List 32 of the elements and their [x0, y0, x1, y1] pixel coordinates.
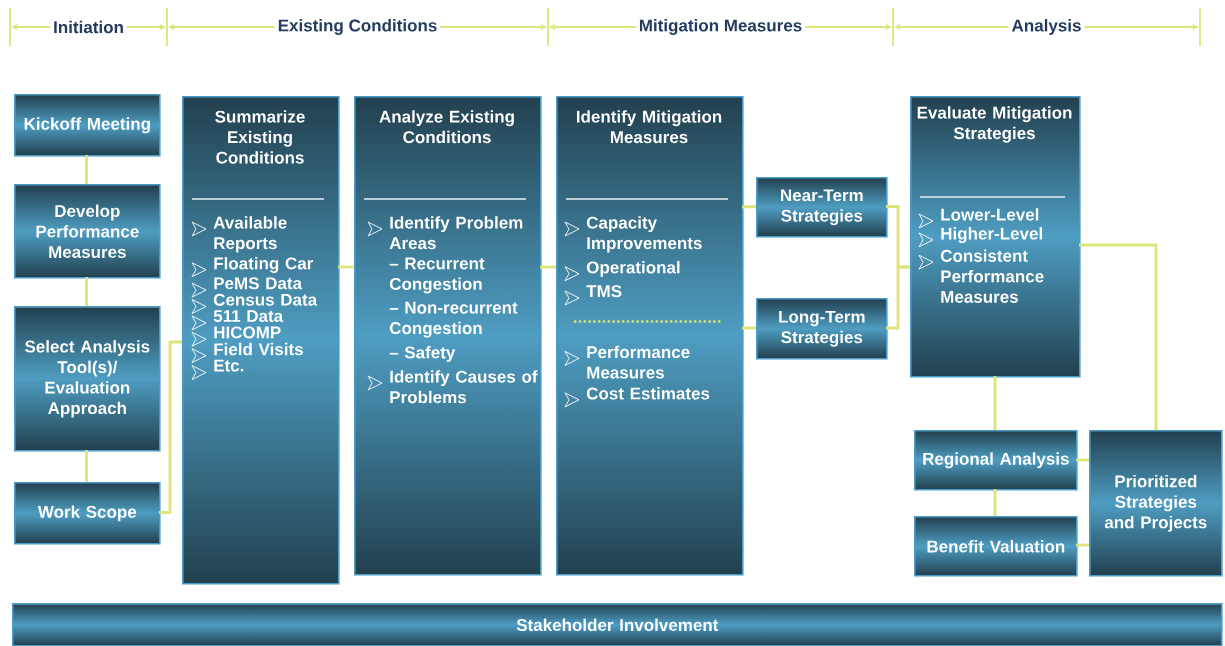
process-column: Identify Mitigation Measures Capacity Improvements Operational TMS Performance Measures Cost Estimates — [556, 96, 744, 576]
process-column: Evaluate Mitigation Strategies Lower-Level Higher-Level Consistent Performance Measures — [910, 96, 1081, 378]
connector-line — [886, 265, 910, 330]
phase-label: Mitigation Measures — [635, 17, 806, 37]
connector-line — [540, 265, 556, 269]
process-column: Summarize Existing Conditions Available Reports Floating Car PeMS Data Census Data 511 Data HICOMP Field Visits Etc. — [182, 96, 340, 585]
connector-line — [85, 155, 88, 184]
process-box: Work Scope — [14, 482, 161, 545]
process-box: Benefit Valuation — [914, 516, 1078, 577]
connector-line — [159, 340, 182, 514]
process-box: Prioritized Strategies and Projects — [1089, 430, 1223, 577]
process-box: Select Analysis Tool(s)/ Evaluation Approach — [14, 306, 161, 452]
connector-line — [1076, 458, 1089, 462]
process-box: Develop Performance Measures — [14, 184, 161, 279]
connector-line — [993, 376, 997, 430]
process-column: Analyze Existing Conditions Identify Problem Areas – Recurrent Congestion – Non-recurrent Congestion – Safety Identify Causes of Problems — [354, 96, 542, 576]
process-box: Long-Term Strategies — [756, 298, 888, 360]
phase-label: Initiation — [50, 18, 127, 36]
stakeholder-band: Stakeholder Involvement — [12, 603, 1223, 646]
connector-line — [338, 265, 354, 269]
connector-line — [85, 277, 88, 306]
connector-line — [1076, 543, 1089, 547]
phase-label: Existing Conditions — [274, 17, 441, 37]
process-box: Near-Term Strategies — [756, 177, 888, 238]
connector-line — [85, 450, 88, 482]
connector-line — [741, 205, 757, 209]
connector-line — [742, 326, 756, 330]
connector-line — [993, 489, 997, 516]
process-box: Regional Analysis — [914, 430, 1078, 491]
process-box: Kickoff Meeting — [14, 94, 161, 157]
connector-line — [1079, 243, 1158, 430]
phase-label: Analysis — [1008, 17, 1085, 37]
